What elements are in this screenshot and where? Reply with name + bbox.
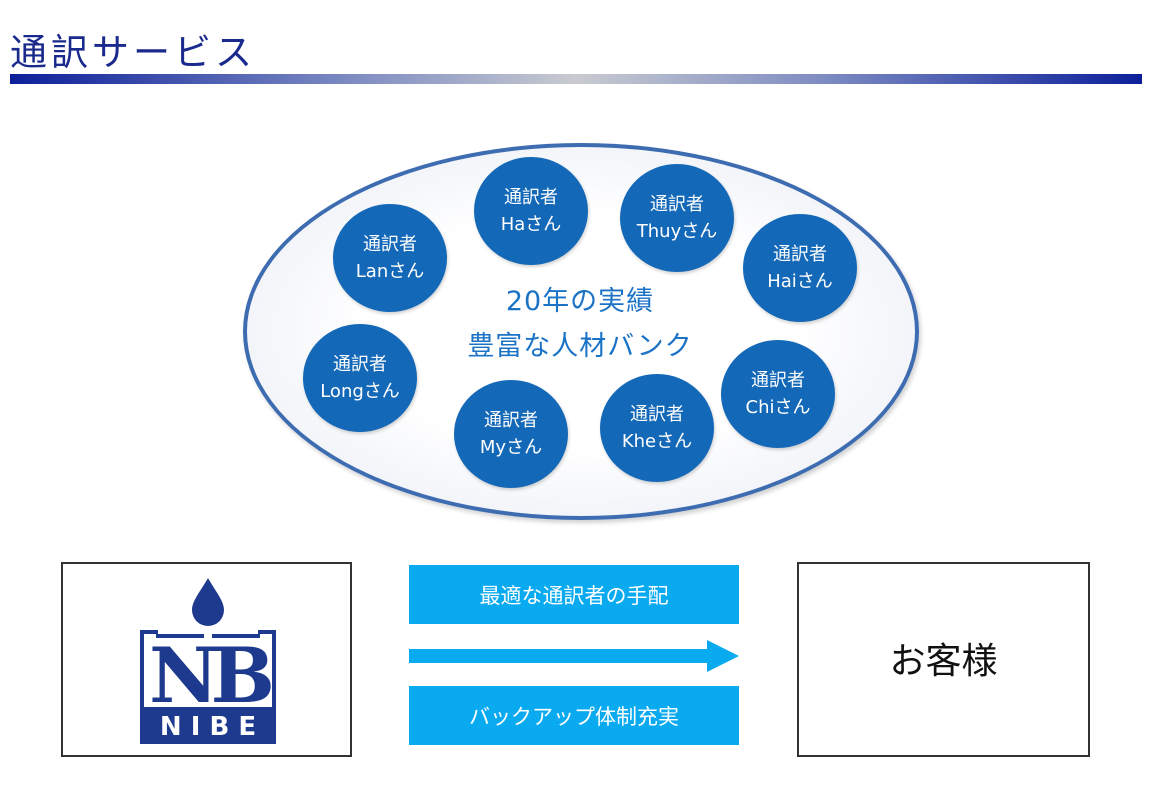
interpreter-role: 通訳者 — [484, 410, 538, 431]
customer-box: お客様 — [797, 562, 1090, 757]
customer-label: お客様 — [889, 641, 998, 682]
nibe-logo-letters: NB — [149, 631, 271, 720]
interpreter-role: 通訳者 — [650, 194, 704, 215]
interpreter-role: 通訳者 — [363, 234, 417, 255]
interpreter-circle-my: 通訳者 Myさん — [454, 380, 568, 488]
pool-headline-track-record: 20年の実績 — [505, 286, 655, 317]
interpreter-circle-khe: 通訳者 Kheさん — [600, 374, 714, 482]
interpreter-name: Haさん — [500, 214, 562, 235]
pool-headline-talent-bank: 豊富な人材バンク — [467, 331, 693, 362]
interpreter-name: Thuyさん — [636, 221, 718, 242]
interpreter-circle-long: 通訳者 Longさん — [303, 324, 417, 432]
interpreter-circle-chi: 通訳者 Chiさん — [721, 340, 835, 448]
interpreter-role: 通訳者 — [773, 244, 827, 265]
interpreter-name: Myさん — [479, 437, 543, 458]
interpreter-role: 通訳者 — [751, 370, 805, 391]
right-arrow-icon — [409, 640, 739, 672]
backup-band: バックアップ体制充実 — [409, 686, 739, 745]
arrangement-band: 最適な通訳者の手配 — [409, 565, 739, 624]
interpreter-circle-lan: 通訳者 Lanさん — [333, 204, 447, 312]
interpreter-name: Haiさん — [767, 271, 833, 292]
drop-icon — [192, 578, 224, 626]
interpreter-role: 通訳者 — [504, 187, 558, 208]
nibe-logo: NB N I B E — [140, 578, 280, 744]
interpreter-role: 通訳者 — [630, 404, 684, 425]
interpreter-circle-thuy: 通訳者 Thuyさん — [620, 164, 734, 272]
interpreter-circle-ha: 通訳者 Haさん — [474, 157, 588, 265]
interpreter-name: Lanさん — [355, 261, 425, 282]
interpreter-name: Kheさん — [621, 431, 693, 452]
nibe-logo-wordmark: N I B E — [160, 712, 256, 742]
nibe-box: NB N I B E — [61, 562, 352, 757]
interpreter-role: 通訳者 — [333, 354, 387, 375]
interpreter-circle-hai: 通訳者 Haiさん — [743, 214, 857, 322]
interpreter-name: Longさん — [320, 381, 400, 402]
title-underline — [10, 74, 1142, 84]
interpreter-name: Chiさん — [745, 397, 811, 418]
page-title: 通訳サービス — [10, 31, 256, 74]
